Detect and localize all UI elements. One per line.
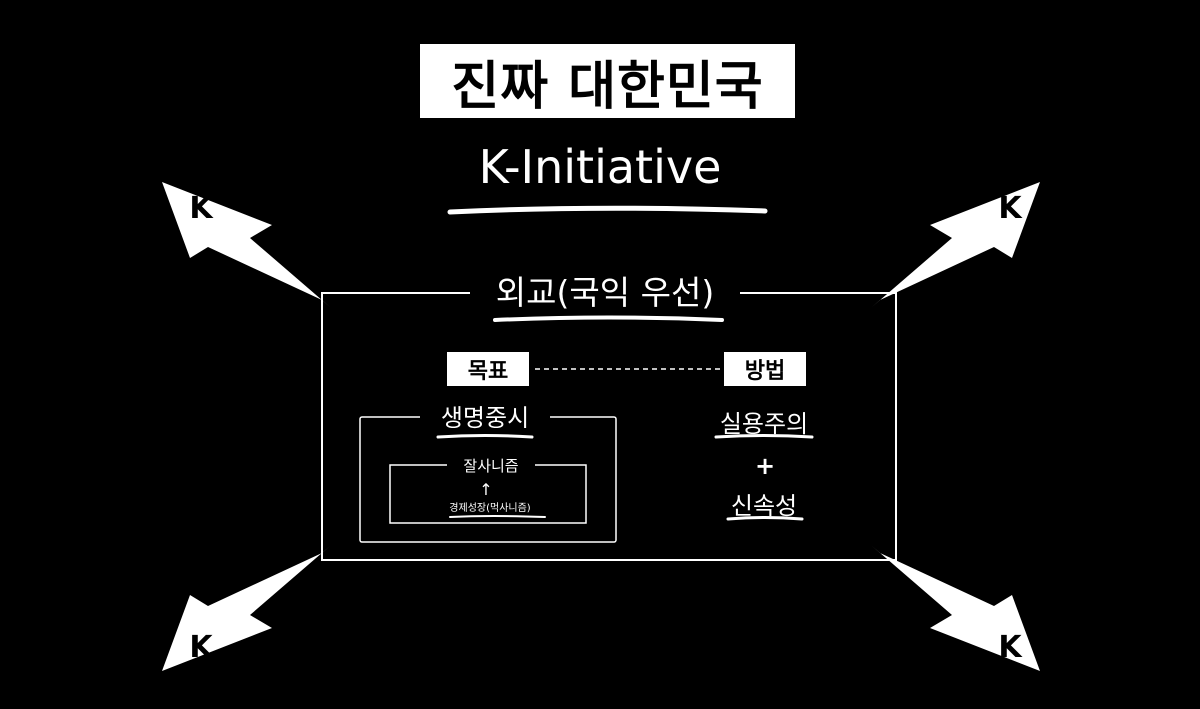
page-subtitle: K-Initiative <box>478 140 722 194</box>
bottom-left-k-label: K <box>189 630 213 665</box>
goal-label: 생명중시 <box>420 398 550 433</box>
diplomacy-label: 외교(국익 우선) <box>470 266 740 314</box>
mid-label-underline <box>436 434 534 439</box>
inner-sub-underline <box>449 515 546 518</box>
goal-badge: 목표 <box>447 352 529 386</box>
method-item-pragmatism: 실용주의 <box>719 410 809 438</box>
outer-label-underline <box>493 315 724 322</box>
inner-label: 잘사니즘 <box>447 455 535 476</box>
up-arrow-icon: ↑ <box>479 480 493 499</box>
method-badge: 방법 <box>724 352 806 386</box>
top-right-k-label: K <box>998 191 1022 226</box>
page-title: 진짜 대한민국 <box>420 44 795 118</box>
plus-sign: + <box>754 452 776 480</box>
method-item2-underline <box>726 516 804 521</box>
top-right-arrow <box>872 182 1040 307</box>
bottom-left-arrow <box>162 546 330 671</box>
top-left-arrow <box>162 182 330 307</box>
method-item1-underline <box>714 434 814 439</box>
inner-sub-label: 경제성장(먹사니즘) <box>449 503 531 514</box>
top-left-k-label: K <box>189 191 213 226</box>
bottom-right-arrow <box>872 546 1040 671</box>
bottom-right-k-label: K <box>998 630 1022 665</box>
method-item-speed: 신속성 <box>730 492 798 520</box>
subtitle-underline <box>447 205 768 215</box>
